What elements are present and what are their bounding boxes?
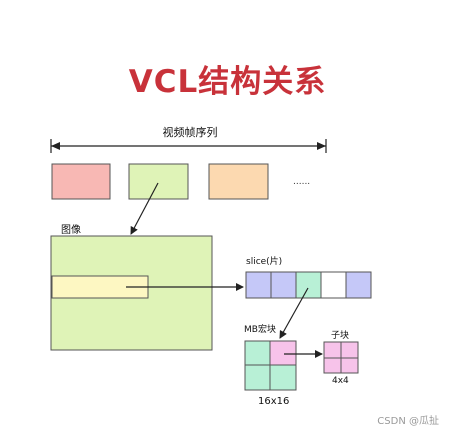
- sub-cell-bottom-right: [340, 357, 359, 374]
- slice-cell-2: [270, 271, 297, 299]
- diagram-title: VCL结构关系: [128, 64, 327, 100]
- frames-ellipsis: ......: [293, 177, 311, 187]
- frame-2: [128, 163, 189, 200]
- frame-1: [51, 163, 111, 200]
- macroblock-grid: [244, 340, 297, 391]
- span-right-arrow: [317, 142, 326, 150]
- sub-block-size-label: 4x4: [332, 376, 349, 386]
- slice-cell-1: [245, 271, 272, 299]
- macroblock-size-label: 16x16: [258, 396, 290, 407]
- sub-block-label: 子块: [331, 331, 350, 341]
- watermark: CSDN @瓜扯: [377, 416, 439, 427]
- frame-3: [208, 163, 269, 200]
- arrow-frame-to-picture: [130, 182, 159, 235]
- video-frames-label: 视频帧序列: [162, 126, 218, 139]
- image-label: 图像: [61, 225, 81, 236]
- macroblock-label: MB宏块: [244, 325, 276, 335]
- slice-label: slice(片): [246, 257, 283, 267]
- sub-cell-top-right: [340, 341, 359, 359]
- mb-cell-bottom-left: [244, 364, 271, 391]
- mb-cell-top-left: [244, 340, 271, 366]
- slice-cell-4: [320, 271, 347, 299]
- slice-row: [245, 271, 372, 299]
- mb-cell-top-right: [269, 340, 297, 366]
- mb-cell-bottom-right: [269, 364, 297, 391]
- sub-cell-top-left: [323, 341, 342, 359]
- slice-cell-3: [295, 271, 322, 299]
- slice-cell-5: [345, 271, 372, 299]
- span-left-arrow: [51, 142, 60, 150]
- sub-cell-bottom-left: [323, 357, 342, 374]
- sub-block-grid: [323, 341, 359, 374]
- arrow-slice-to-macroblock: [279, 287, 309, 339]
- frame-sequence-span: [50, 139, 327, 153]
